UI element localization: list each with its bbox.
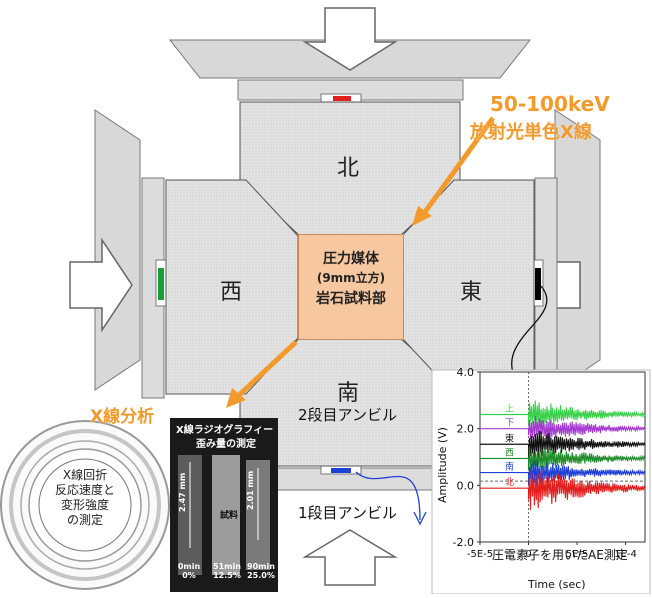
top-arrow	[302, 7, 398, 71]
radiography-subtitle: 歪み量の測定	[196, 439, 256, 450]
series-trace	[527, 460, 646, 486]
label-anvil-2nd: 2段目アンビル	[298, 406, 397, 424]
y-tick-label: 4.0	[457, 366, 475, 379]
xray-out-arrow	[226, 340, 298, 408]
frame-2-time: 90min	[247, 562, 275, 571]
radiography-title: X線ラジオグラフィー	[176, 425, 274, 436]
series-label: 上	[505, 404, 514, 415]
x-tick-label: 1E-4	[614, 549, 637, 560]
series-trace	[527, 446, 646, 475]
radiography-length-left: 2.47 mm	[178, 472, 187, 512]
south-sensor-core	[331, 468, 351, 473]
ae-chart-panel	[431, 369, 651, 595]
pressure-medium-box: 圧力媒体 (9mm立方) 岩石試料部	[298, 234, 404, 340]
frame-1-strain: 12.5%	[213, 571, 241, 580]
label-west: 西	[220, 280, 243, 305]
right-frame	[554, 109, 601, 391]
diffraction-pattern	[0, 420, 170, 590]
x-tick-label: 0	[525, 549, 531, 560]
west-sensor-core	[158, 268, 164, 300]
xray-in-arrow	[412, 116, 496, 226]
analysis-line-1: X線回折	[62, 468, 108, 482]
series-label: 東	[505, 432, 514, 444]
frame-0-strain: 0%	[182, 571, 196, 580]
xray-energy-label: 50-100keV	[490, 92, 610, 116]
chart-ylabel: Amplitude (V)	[436, 427, 449, 503]
pressure-medium-title: 圧力媒体	[323, 251, 379, 267]
y-tick-label: 2.0	[457, 423, 475, 436]
analysis-line-2: 反応速度と	[54, 483, 115, 497]
chart-xlabel: Time (sec)	[528, 578, 586, 591]
chart-plot-area	[479, 371, 646, 543]
bottom-arrow	[302, 529, 398, 586]
series-label: 西	[505, 447, 514, 458]
y-tick-label: -2.0	[453, 536, 474, 549]
frame-1: 51min 12.5%	[212, 562, 242, 580]
y-tick-label: 0.0	[457, 479, 475, 492]
xray-source-label: 放射光単色X線	[470, 122, 592, 143]
frame-1-time: 51min	[213, 562, 241, 571]
series-trace	[527, 415, 646, 440]
series-trace	[527, 430, 646, 460]
x-tick-label: 5E-5	[566, 549, 589, 560]
radiography-length-right: 2.01 mm	[246, 470, 255, 510]
chart-title: 圧電素子を用いたAE測定	[492, 548, 628, 562]
series-label: 北	[505, 477, 514, 488]
radiography-frame-2	[212, 455, 240, 575]
series-trace	[527, 469, 646, 510]
label-anvil-1st: 1段目アンビル	[298, 504, 397, 522]
analysis-line-4: の測定	[66, 513, 103, 527]
frame-2: 90min 25.0%	[246, 562, 276, 580]
north-sensor-core	[333, 96, 351, 101]
series-label: 南	[505, 461, 514, 473]
x-tick-label: -5E-5	[467, 549, 493, 560]
label-south: 南	[337, 381, 360, 406]
label-east: 東	[460, 280, 483, 305]
series-label: 下	[505, 419, 514, 429]
rock-sample-label: 岩石試料部	[316, 291, 386, 308]
frame-0: 0min 0%	[176, 562, 202, 580]
series-trace	[527, 400, 646, 426]
left-arrow	[69, 237, 133, 333]
east-sensor-core	[535, 268, 541, 300]
frame-2-strain: 25.0%	[247, 571, 275, 580]
radiography-sample-label: 試料	[220, 511, 239, 521]
label-north: 北	[337, 156, 360, 181]
frame-0-time: 0min	[177, 562, 201, 571]
analysis-line-3: 変形強度	[60, 498, 109, 512]
xray-analysis-text: X線回折 反応速度と 変形強度 の測定	[39, 468, 131, 528]
south-signal-curve	[355, 471, 421, 521]
xray-analysis-title: X線分析	[90, 407, 155, 427]
pressure-medium-size: (9mm立方)	[316, 270, 386, 285]
